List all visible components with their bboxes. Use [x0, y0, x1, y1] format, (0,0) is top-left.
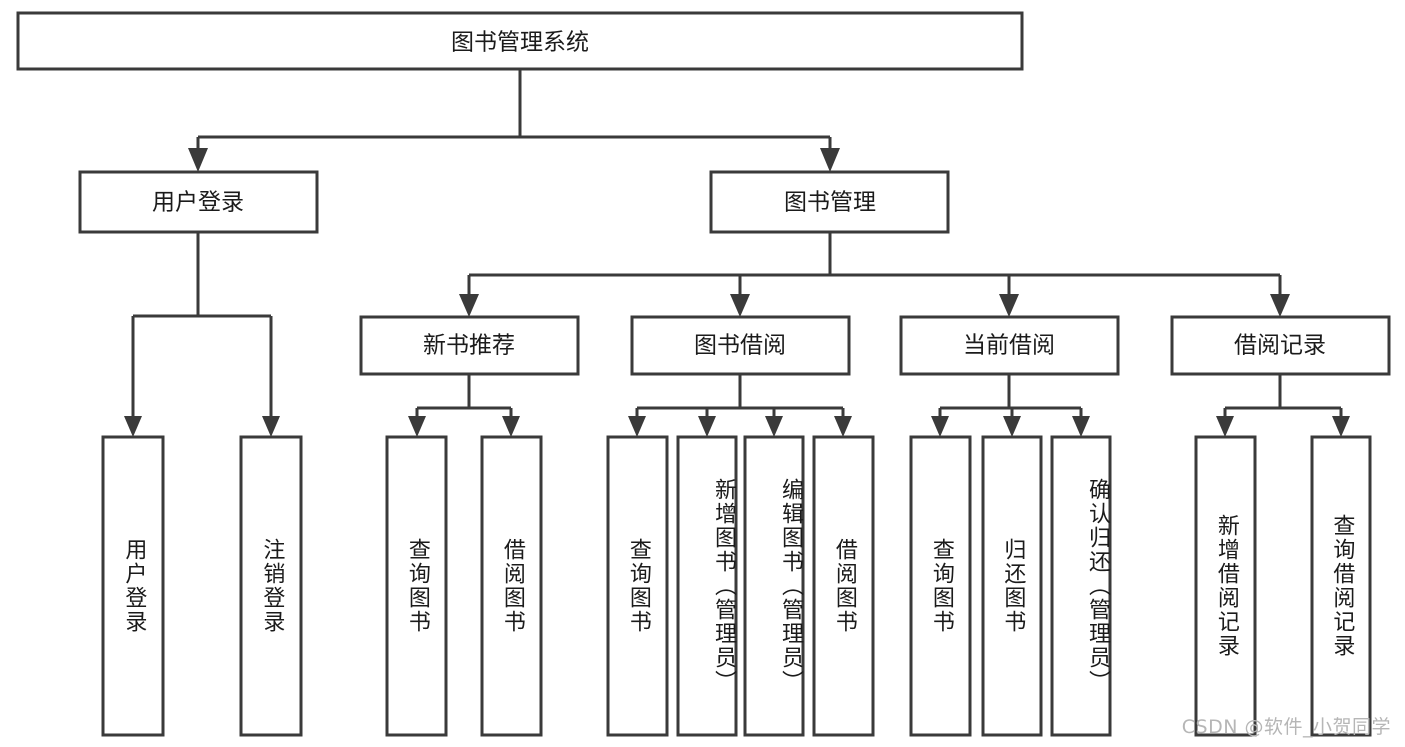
- arrow-head-leaf-query-record: [1332, 416, 1350, 437]
- connector-group-current-borrow-to-leaves: [931, 374, 1090, 437]
- arrow-head-leaf-add-record: [1216, 416, 1234, 437]
- node-new-book-rec-label: 新书推荐: [423, 333, 515, 359]
- node-borrow-record-box[interactable]: [1170, 315, 1391, 376]
- watermark-text: CSDN @软件_小贺同学: [1181, 716, 1391, 738]
- node-user-login-label: 用户登录: [152, 190, 244, 216]
- node-book-manage[interactable]: 图书管理: [709, 170, 950, 234]
- node-leaf-add-record-box[interactable]: [1194, 435, 1257, 737]
- arrow-head-leaf-return-book: [1003, 416, 1021, 437]
- arrow-head-book-borrow: [730, 294, 750, 317]
- connector-group-root-to-level2: [188, 69, 840, 172]
- node-leaf-query-book-1-box[interactable]: [385, 435, 448, 737]
- node-leaf-add-book-box[interactable]: [676, 435, 738, 737]
- arrow-head-leaf-query-book-2: [628, 416, 646, 437]
- node-leaf-confirm-return-box[interactable]: [1050, 435, 1112, 737]
- arrow-head-leaf-borrow-book-2: [834, 416, 852, 437]
- node-leaf-return-book-box[interactable]: [981, 435, 1043, 737]
- connector-group-new-book-rec-to-leaves: [408, 374, 520, 437]
- node-user-login[interactable]: 用户登录: [78, 170, 319, 234]
- node-leaf-query-record-box[interactable]: [1310, 435, 1372, 737]
- node-leaf-borrow-book-1-box[interactable]: [480, 435, 543, 737]
- node-leaf-query-book-3-box[interactable]: [909, 435, 972, 737]
- node-user-login-box[interactable]: [78, 170, 319, 234]
- arrow-head-leaf-add-book: [698, 416, 716, 437]
- node-current-borrow-label: 当前借阅: [963, 333, 1055, 359]
- arrow-head-leaf-query-book-3: [931, 416, 949, 437]
- connector-group-user-login-to-leaves: [124, 232, 280, 437]
- arrow-head-leaf-borrow-book-1: [502, 416, 520, 437]
- arrow-head-user-login: [188, 148, 208, 172]
- node-new-book-rec[interactable]: 新书推荐: [359, 315, 580, 376]
- connector-group-book-borrow-to-leaves: [628, 374, 852, 437]
- node-borrow-record-label: 借阅记录: [1234, 333, 1326, 359]
- arrow-head-new-book-rec: [459, 294, 479, 317]
- arrow-head-leaf-user-login: [124, 416, 142, 437]
- node-leaf-edit-book-box[interactable]: [743, 435, 805, 737]
- arrow-head-borrow-record: [1270, 294, 1290, 317]
- node-leaf-borrow-book-2-box[interactable]: [812, 435, 875, 737]
- leaf-boxes-group: [101, 435, 1372, 737]
- node-new-book-rec-box[interactable]: [359, 315, 580, 376]
- arrow-head-leaf-logout: [262, 416, 280, 437]
- node-current-borrow-box[interactable]: [899, 315, 1120, 376]
- node-book-borrow[interactable]: 图书借阅: [630, 315, 851, 376]
- arrow-head-current-borrow: [999, 294, 1019, 317]
- node-root-box[interactable]: [16, 11, 1024, 71]
- node-borrow-record[interactable]: 借阅记录: [1170, 315, 1391, 376]
- node-book-borrow-label: 图书借阅: [694, 333, 786, 359]
- node-current-borrow[interactable]: 当前借阅: [899, 315, 1120, 376]
- node-root[interactable]: 图书管理系统: [16, 11, 1024, 71]
- arrow-head-leaf-query-book-1: [408, 416, 426, 437]
- connector-group-borrow-record-to-leaves: [1216, 374, 1350, 437]
- node-leaf-user-login-box[interactable]: [101, 435, 165, 737]
- connector-group-book-manage-to-level3: [459, 232, 1290, 317]
- arrow-head-leaf-confirm-return: [1072, 416, 1090, 437]
- node-book-manage-box[interactable]: [709, 170, 950, 234]
- node-book-borrow-box[interactable]: [630, 315, 851, 376]
- arrow-head-leaf-edit-book: [765, 416, 783, 437]
- node-leaf-logout-box[interactable]: [239, 435, 303, 737]
- node-leaf-query-book-2-box[interactable]: [606, 435, 669, 737]
- node-book-manage-label: 图书管理: [784, 190, 876, 216]
- node-root-label: 图书管理系统: [451, 30, 589, 56]
- arrow-head-book-manage: [820, 148, 840, 172]
